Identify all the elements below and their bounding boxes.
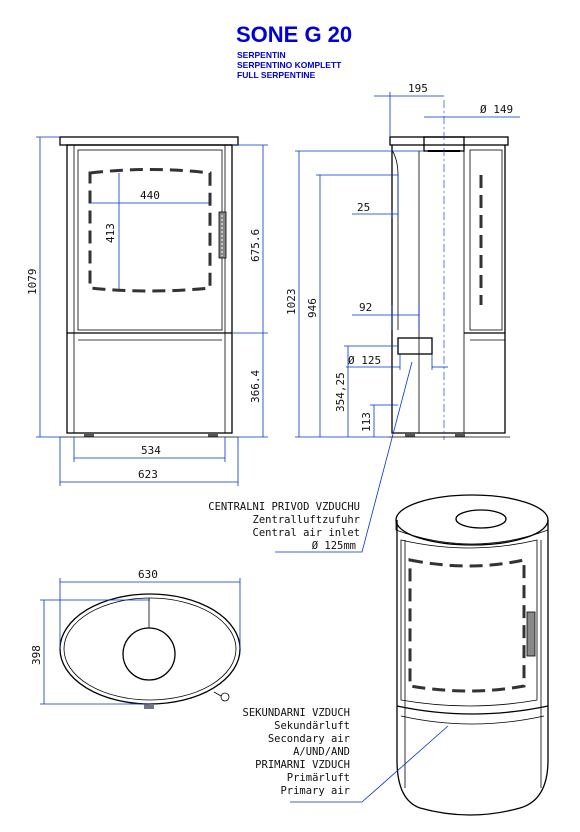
top-front-foot	[144, 704, 154, 709]
dim-630: 630	[138, 568, 158, 581]
front-door	[77, 149, 223, 331]
dim-440: 440	[140, 189, 160, 202]
front-view	[59, 136, 239, 438]
front-dimensions: 1079 675.6 366.4 440 413 534 623	[26, 136, 268, 486]
central-air-line-2: Zentralluftzufuhr	[253, 514, 360, 526]
secondary-air-line-2: Sekundärluft	[274, 720, 350, 732]
secondary-air-line-7: Primary air	[280, 785, 350, 797]
drawing-subtitle-3: FULL SERPENTINE	[237, 70, 316, 80]
drawing-subtitle-1: SERPENTIN	[237, 50, 286, 60]
side-air-inlet	[397, 337, 433, 355]
dim-354-25: 354,25	[334, 372, 347, 412]
side-foot-back	[455, 433, 465, 437]
iso-body-outline	[396, 520, 549, 816]
dim-413: 413	[104, 223, 117, 243]
secondary-air-line-5: PRIMARNI VZDUCH	[255, 759, 350, 771]
central-air-leader	[275, 361, 413, 553]
dim-623: 623	[138, 468, 158, 481]
dim-366-4: 366.4	[249, 370, 262, 403]
drawing-title: SONE G 20	[236, 22, 352, 47]
dim-113: 113	[360, 412, 373, 432]
iso-base-line-1	[396, 705, 549, 715]
dim-946: 946	[306, 298, 319, 318]
top-dimensions: 630 398	[30, 568, 241, 705]
side-view	[388, 100, 510, 440]
dim-25: 25	[357, 201, 370, 214]
side-rear-panel	[469, 149, 503, 331]
front-foot-left	[84, 433, 94, 437]
side-body-outline	[391, 145, 506, 434]
front-body-outline	[66, 144, 233, 434]
side-foot-front	[405, 433, 415, 437]
top-flue-circle	[122, 627, 176, 681]
dim-1079: 1079	[26, 269, 39, 296]
dim-534: 534	[141, 444, 161, 457]
secondary-air-line-4: A/UND/AND	[293, 746, 350, 758]
side-top-lid	[389, 136, 509, 146]
secondary-air-leader	[290, 725, 449, 803]
perspective-view	[290, 494, 549, 816]
front-foot-right	[208, 433, 218, 437]
dim-195: 195	[408, 82, 428, 95]
central-air-line-3: Central air inlet	[253, 527, 360, 539]
central-air-line-1: CENTRALNI PRIVOD VZDUCHU	[208, 501, 360, 513]
secondary-air-line-3: Secondary air	[268, 733, 350, 745]
central-air-note: CENTRALNI PRIVOD VZDUCHU Zentralluftzufu…	[208, 501, 360, 552]
secondary-air-line-6: Primärluft	[287, 772, 350, 784]
side-dimensions: 195 Ø 149 1023 946 25 92 Ø 125 354,	[275, 82, 520, 553]
iso-flue-opening	[455, 509, 507, 529]
iso-door	[400, 539, 538, 707]
iso-door-handle	[526, 611, 536, 657]
top-handle-line	[213, 691, 222, 697]
top-view	[59, 593, 241, 709]
side-door-curve	[391, 149, 399, 330]
iso-base-line-2	[400, 715, 545, 725]
front-top-lid	[59, 136, 239, 146]
dim-125: Ø 125	[348, 354, 381, 367]
dim-149: Ø 149	[480, 103, 513, 116]
front-window-dashed	[88, 168, 212, 293]
iso-window-dashed	[408, 558, 526, 693]
dim-1023: 1023	[285, 289, 298, 316]
top-outline	[59, 593, 241, 705]
dim-92: 92	[359, 301, 372, 314]
top-inner-outline	[63, 597, 237, 701]
drawing-subtitle-2: SERPENTINO KOMPLETT	[237, 60, 342, 70]
dim-398: 398	[30, 645, 43, 665]
dim-675-6: 675.6	[249, 229, 262, 262]
secondary-air-note: SEKUNDARNI VZDUCH Sekundärluft Secondary…	[243, 707, 350, 797]
top-handle-knob	[220, 692, 230, 702]
secondary-air-line-1: SEKUNDARNI VZDUCH	[243, 707, 350, 719]
iso-lid-edge	[395, 520, 549, 545]
central-air-line-4: Ø 125mm	[312, 540, 356, 552]
